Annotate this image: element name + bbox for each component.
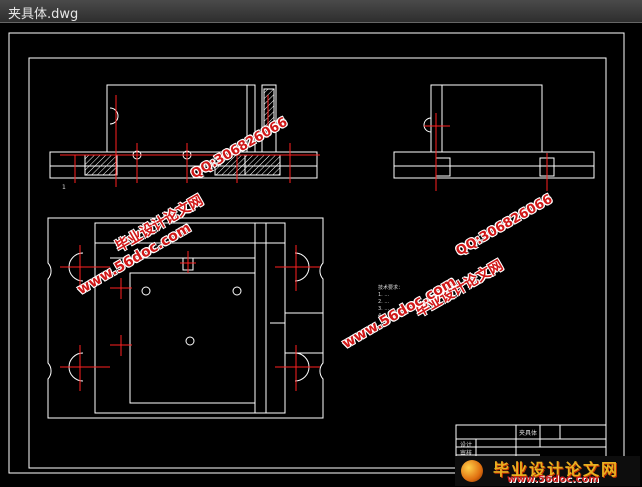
drawing-canvas[interactable]: 1 bbox=[0, 23, 642, 487]
title-block-reviewer: 审核 bbox=[460, 450, 473, 457]
logo-text-url: www.56doc.com bbox=[507, 474, 599, 485]
title-block-name: 夹具体 bbox=[519, 430, 538, 437]
technical-notes: 技术要求： 1. ... 2. ... 3. ... 4. ... bbox=[378, 285, 403, 320]
logo-text-cn: 毕业设计论文网 bbox=[493, 460, 620, 479]
section-label: 1 bbox=[62, 184, 66, 191]
window-titlebar: 夹具体.dwg bbox=[0, 0, 642, 23]
side-view-centerlines bbox=[424, 113, 548, 191]
front-view bbox=[49, 84, 318, 179]
title-block-designer: 设计 bbox=[460, 442, 473, 449]
top-view-centerlines bbox=[60, 245, 320, 391]
front-view-centerlines bbox=[60, 95, 320, 187]
note-line: 2. ... bbox=[378, 299, 390, 305]
logo-ball-icon bbox=[461, 460, 483, 482]
top-view bbox=[47, 217, 324, 419]
window-title: 夹具体.dwg bbox=[8, 7, 79, 22]
inner-border bbox=[28, 57, 607, 469]
note-line: 3. ... bbox=[378, 306, 390, 312]
site-logo: 毕业设计论文网 www.56doc.com bbox=[455, 456, 640, 486]
note-line: 1. ... bbox=[378, 292, 390, 298]
cad-drawing: 1 bbox=[8, 32, 625, 474]
side-view bbox=[393, 84, 595, 179]
note-heading: 技术要求： bbox=[378, 285, 404, 291]
outer-border bbox=[8, 32, 625, 474]
note-line: 4. ... bbox=[378, 313, 390, 319]
